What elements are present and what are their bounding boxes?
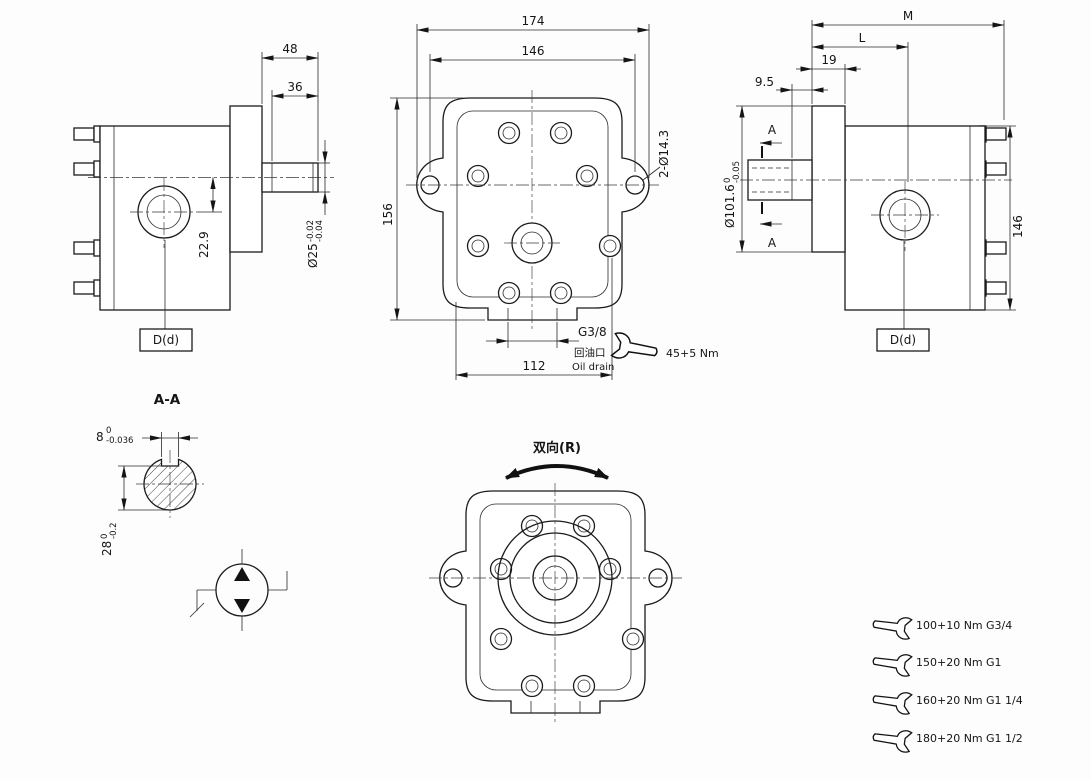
pilot-tol-upper: 0 xyxy=(723,178,733,183)
shaft-dia-label: Ø25 xyxy=(306,243,320,268)
key-width-tol-upper: 0 xyxy=(106,426,111,436)
key-width-tol-lower: -0.036 xyxy=(106,436,133,446)
torque-row: 150+20 Nm G1 xyxy=(871,649,1002,678)
torque-row: 180+20 Nm G1 1/2 xyxy=(871,725,1023,754)
drain-label-cn: 回油口 xyxy=(574,346,606,359)
dim-36-label: 36 xyxy=(287,80,302,94)
pilot-circle xyxy=(497,520,613,636)
dim-48: 48 xyxy=(261,42,319,161)
dim-174: 174 xyxy=(416,14,650,178)
dim-48-label: 48 xyxy=(282,42,297,56)
torque-value: 160+20 Nm xyxy=(916,694,983,707)
dim-19: 19 xyxy=(796,53,861,104)
dim-key-depth: 28 0 -0.2 xyxy=(100,465,168,556)
wrench-icon xyxy=(610,331,660,366)
section-mark-bottom: A xyxy=(768,236,777,250)
shaft-tol-upper: -0.02 xyxy=(306,220,316,242)
key-width-label: 8 xyxy=(96,430,104,444)
dim-9-5-label: 9.5 xyxy=(755,75,774,89)
torque-value: 100+10 Nm xyxy=(916,619,983,632)
dim-146-front: 146 xyxy=(429,44,636,172)
side-view-right: M L 19 9.5 Ø101.6 0 -0.05 A A xyxy=(723,9,1025,352)
front-view: 174 146 156 2-Ø14.3 G3/8 回油口 Oil drain 1… xyxy=(381,14,719,380)
direction-label: 双向(R) xyxy=(533,440,581,456)
dim-9-5: 9.5 xyxy=(755,75,828,158)
torque-value: 180+20 Nm xyxy=(916,732,983,745)
rotated-front-view: 双向(R) xyxy=(428,440,683,724)
torque-value: 150+20 Nm xyxy=(916,656,983,669)
torque-table: 100+10 Nm G3/4 150+20 Nm G1 160+20 Nm G1… xyxy=(871,612,1023,754)
dim-112: 112 xyxy=(455,258,613,380)
shaft-tol-lower: -0.04 xyxy=(315,220,325,242)
dim-146-front-label: 146 xyxy=(522,44,545,58)
mounting-flange xyxy=(229,105,263,253)
wrench-icon xyxy=(871,649,913,678)
pump-front-face-bottom xyxy=(428,482,683,724)
wrench-icon xyxy=(871,612,913,641)
dim-pilot-diameter: Ø101.6 0 -0.05 xyxy=(723,105,812,253)
torque-row: 160+20 Nm G1 1/4 xyxy=(871,687,1023,716)
drain-label-en: Oil drain xyxy=(572,362,614,373)
dim-M-label: M xyxy=(903,9,913,23)
key-depth-tol-upper: 0 xyxy=(100,534,110,539)
dim-146-right: 146 xyxy=(985,125,1025,311)
dim-L: L xyxy=(811,31,909,182)
drain-port-callout: G3/8 回油口 Oil drain xyxy=(486,322,614,373)
mount-callout-left: D(d) xyxy=(139,240,193,352)
key-depth-tol-lower: -0.2 xyxy=(109,522,119,539)
dim-key-width: 8 0 -0.036 xyxy=(96,426,198,457)
wrench-icon xyxy=(871,687,913,716)
dim-36: 36 xyxy=(271,80,319,161)
dim-156: 156 xyxy=(381,97,485,321)
torque-row: 100+10 Nm G3/4 xyxy=(871,612,1012,641)
dim-L-label: L xyxy=(859,31,866,45)
dim-19-label: 19 xyxy=(821,53,836,67)
thread-size: G3/4 xyxy=(986,619,1012,632)
flow-triangle-down xyxy=(234,599,250,613)
mounting-holes-label: 2-Ø14.3 xyxy=(657,130,671,178)
rear-cover-bolts xyxy=(73,125,101,297)
side-view-left: 48 36 22.9 Ø25 -0.02 -0.04 D(d) xyxy=(73,42,334,352)
mounting-flange-right xyxy=(811,105,846,253)
pump-front-face xyxy=(405,89,660,331)
section-view-aa: A-A 8 0 -0.036 28 0 -0.2 xyxy=(96,392,288,631)
bidirectional-rotation-arrow xyxy=(505,464,609,480)
drain-torque-label: 45+5 Nm xyxy=(666,347,719,360)
dim-22-9-label: 22.9 xyxy=(197,231,211,258)
thread-size: G1 xyxy=(986,656,1002,669)
dim-174-label: 174 xyxy=(522,14,545,28)
dim-shaft-diameter: Ø25 -0.02 -0.04 xyxy=(306,140,330,268)
pilot-tol-lower: -0.05 xyxy=(732,161,742,183)
section-mark-top: A xyxy=(768,123,777,137)
drain-thread-label: G3/8 xyxy=(578,325,607,339)
flow-triangle-up xyxy=(234,567,250,581)
dim-22-9: 22.9 xyxy=(197,177,222,258)
mount-label-left: D(d) xyxy=(153,333,179,347)
hydraulic-pump-symbol xyxy=(189,549,288,631)
key-depth-label: 28 xyxy=(100,541,114,556)
wrench-icon xyxy=(871,725,913,754)
section-title: A-A xyxy=(154,392,181,408)
mount-label-right: D(d) xyxy=(890,333,916,347)
dim-156-label: 156 xyxy=(381,203,395,226)
pilot-dia-label: Ø101.6 xyxy=(723,184,737,228)
mount-callout-right: D(d) xyxy=(876,241,930,352)
thread-size: G1 1/2 xyxy=(986,732,1023,745)
dim-112-label: 112 xyxy=(523,359,546,373)
dim-146-right-label: 146 xyxy=(1011,215,1025,238)
drain-torque-note: 45+5 Nm xyxy=(610,331,719,366)
section-marks-A: A A xyxy=(759,123,782,250)
thread-size: G1 1/4 xyxy=(986,694,1023,707)
dim-mounting-holes: 2-Ø14.3 xyxy=(642,130,671,181)
